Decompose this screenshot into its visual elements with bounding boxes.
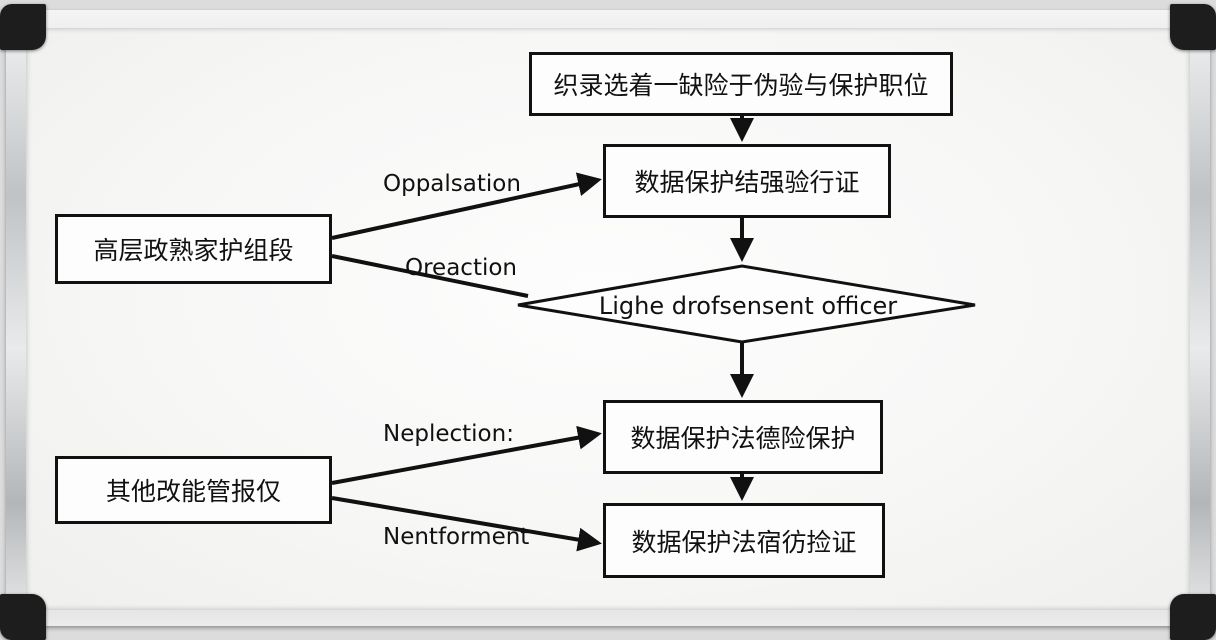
- node-data-protection-verify: 数据保护结强验行证: [603, 144, 891, 218]
- node-data-protection-law-verify: 数据保护法宿彷捡证: [603, 503, 885, 578]
- arrow-nentforment: [331, 496, 602, 552]
- node-data-protection-law-protect: 数据保护法德险保护: [603, 400, 883, 474]
- node-left-upper: 高层政熟家护组段: [55, 214, 332, 284]
- frame-corner-bottom-right: [1170, 594, 1216, 640]
- arrow-neplection: [331, 425, 602, 485]
- edge-label-oreaction: Oreaction: [405, 255, 518, 281]
- frame-corner-bottom-left: [0, 594, 46, 640]
- edge-label-neplection: Neplection:: [383, 421, 514, 447]
- node-left-lower: 其他改能管报仅: [55, 456, 332, 524]
- node-top-role: 织录选着一缺险于伪验与保护职位: [529, 52, 953, 116]
- arrow-oppalsation: [331, 172, 602, 240]
- decision-label: Lighe drofsensent officer: [598, 292, 898, 320]
- frame-corner-top-right: [1170, 4, 1216, 50]
- edge-label-oppalsation: Oppalsation: [383, 171, 521, 197]
- frame-corner-top-left: [0, 4, 46, 50]
- decision-diamond: [517, 264, 976, 344]
- line-oreaction: [331, 254, 529, 298]
- edge-label-nentforment: Nentforment: [383, 524, 530, 550]
